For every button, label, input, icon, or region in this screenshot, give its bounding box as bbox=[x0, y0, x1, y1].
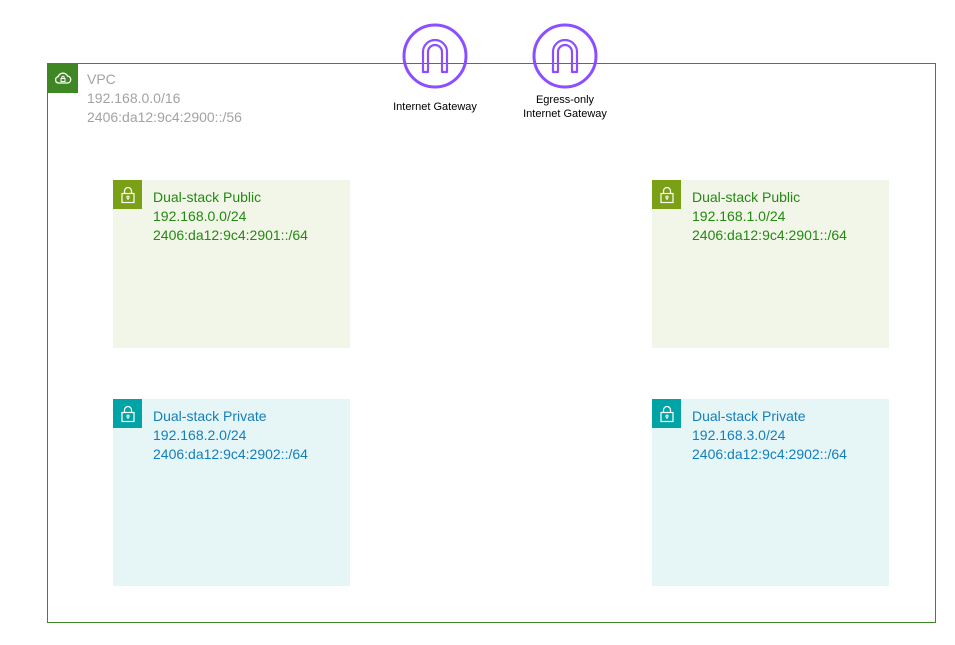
egress-only-internet-gateway-icon bbox=[532, 23, 598, 89]
gateway-label-line: Internet Gateway bbox=[523, 108, 607, 120]
subnet-ipv4-cidr: 192.168.2.0/24 bbox=[153, 427, 247, 443]
subnet-info: Dual-stack Private 192.168.2.0/24 2406:d… bbox=[153, 407, 308, 464]
subnet-title: Dual-stack Private bbox=[153, 408, 267, 424]
subnet-title: Dual-stack Public bbox=[692, 189, 801, 205]
vpc-ipv6-cidr: 2406:da12:9c4:2900::/56 bbox=[87, 109, 242, 125]
vpc-ipv4-cidr: 192.168.0.0/16 bbox=[87, 90, 181, 106]
subnet-ipv4-cidr: 192.168.1.0/24 bbox=[692, 208, 786, 224]
subnet-public-a: Dual-stack Public 192.168.0.0/24 2406:da… bbox=[113, 180, 350, 348]
internet-gateway-label: Internet Gateway bbox=[372, 100, 498, 114]
lock-icon bbox=[113, 180, 142, 209]
gateway-label-line: Egress-only bbox=[535, 94, 595, 106]
lock-icon bbox=[113, 399, 142, 428]
subnet-private-a: Dual-stack Private 192.168.2.0/24 2406:d… bbox=[113, 399, 350, 586]
subnet-ipv6-cidr: 2406:da12:9c4:2902::/64 bbox=[692, 446, 847, 462]
egress-only-internet-gateway-label: Egress-only Internet Gateway bbox=[502, 93, 628, 121]
subnet-private-b: Dual-stack Private 192.168.3.0/24 2406:d… bbox=[652, 399, 889, 586]
subnet-ipv6-cidr: 2406:da12:9c4:2902::/64 bbox=[153, 446, 308, 462]
subnet-ipv4-cidr: 192.168.0.0/24 bbox=[153, 208, 247, 224]
subnet-info: Dual-stack Public 192.168.1.0/24 2406:da… bbox=[692, 188, 847, 245]
vpc-info: VPC 192.168.0.0/16 2406:da12:9c4:2900::/… bbox=[87, 70, 242, 127]
subnet-public-b: Dual-stack Public 192.168.1.0/24 2406:da… bbox=[652, 180, 889, 348]
vpc-cloud-icon bbox=[47, 63, 78, 93]
vpc-label: VPC bbox=[87, 71, 116, 87]
subnet-title: Dual-stack Private bbox=[692, 408, 806, 424]
subnet-ipv6-cidr: 2406:da12:9c4:2901::/64 bbox=[692, 227, 847, 243]
subnet-info: Dual-stack Private 192.168.3.0/24 2406:d… bbox=[692, 407, 847, 464]
subnet-title: Dual-stack Public bbox=[153, 189, 262, 205]
subnet-ipv4-cidr: 192.168.3.0/24 bbox=[692, 427, 786, 443]
vpc-boundary bbox=[47, 63, 936, 623]
internet-gateway-icon bbox=[402, 23, 468, 89]
gateway-label-line: Internet Gateway bbox=[393, 101, 477, 113]
lock-icon bbox=[652, 180, 681, 209]
subnet-ipv6-cidr: 2406:da12:9c4:2901::/64 bbox=[153, 227, 308, 243]
lock-icon bbox=[652, 399, 681, 428]
subnet-info: Dual-stack Public 192.168.0.0/24 2406:da… bbox=[153, 188, 308, 245]
